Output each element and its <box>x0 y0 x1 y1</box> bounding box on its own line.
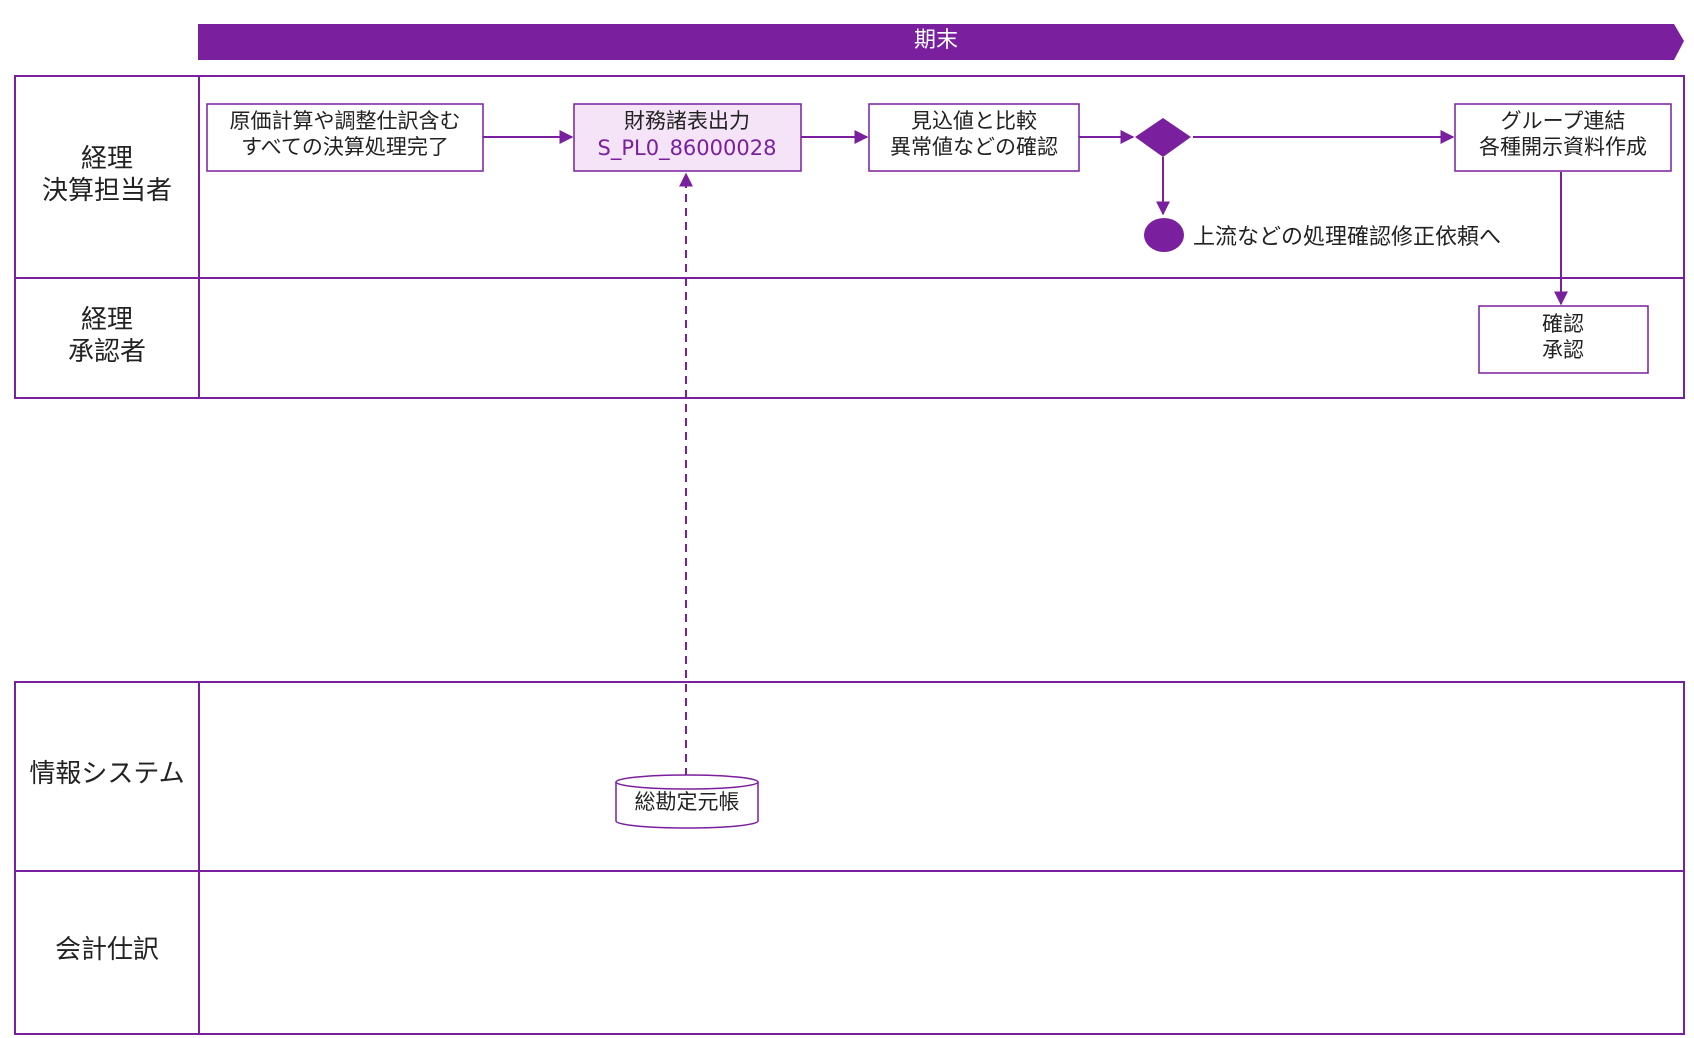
step-box <box>1478 305 1649 374</box>
lane-label-line2: 承認者 <box>68 337 146 367</box>
cylinder-body <box>615 782 759 829</box>
connectors <box>483 130 1568 776</box>
step-line2: すべての決算処理完了 <box>241 135 449 159</box>
lower-lane-frame <box>14 681 1685 1035</box>
step-code: S_PL0_86000028 <box>598 136 777 161</box>
lane-label-line1: 経理 <box>81 144 133 174</box>
datastore-ledger: 総勘定元帳 <box>615 774 759 829</box>
step-box <box>206 103 484 172</box>
datastore-label: 総勘定元帳 <box>635 790 740 814</box>
lower-lane-group: 情報システム 会計仕訳 <box>14 681 1685 1035</box>
cylinder-top <box>615 774 759 790</box>
step-compare: 見込値と比較 異常値などの確認 <box>868 103 1080 172</box>
lane-header-accounting-approver: 経理 承認者 <box>68 305 146 367</box>
decision-diamond <box>1135 118 1191 157</box>
lane-label-line1: 経理 <box>81 305 133 335</box>
step-closing-complete: 原価計算や調整仕訳含む すべての決算処理完了 <box>206 103 484 172</box>
step-fs-output: 財務諸表出力 S_PL0_86000028 <box>573 103 802 172</box>
step-approve: 確認 承認 <box>1478 305 1649 374</box>
step-title: 財務諸表出力 <box>624 109 750 133</box>
lane-label-info-system: 情報システム <box>29 759 184 789</box>
step-line1: 原価計算や調整仕訳含む <box>230 109 461 133</box>
step-line1: 確認 <box>1542 312 1584 336</box>
step-line2: 各種開示資料作成 <box>1479 135 1647 159</box>
lane-label-line2: 決算担当者 <box>42 176 172 206</box>
step-line2: 異常値などの確認 <box>890 135 1058 159</box>
branch-end: 上流などの処理確認修正依頼へ <box>1144 218 1501 252</box>
step-line1: 見込値と比較 <box>911 109 1037 133</box>
branch-end-label: 上流などの処理確認修正依頼へ <box>1193 225 1501 250</box>
step-box <box>868 103 1080 172</box>
phase-banner-bar <box>198 24 1684 60</box>
phase-label: 期末 <box>914 28 958 53</box>
step-box <box>573 103 802 172</box>
step-line1: グループ連結 <box>1501 109 1626 133</box>
step-group-report: グループ連結 各種開示資料作成 <box>1454 103 1672 172</box>
lane-label-journal: 会計仕訳 <box>55 935 159 965</box>
terminator-circle <box>1144 218 1184 252</box>
phase-banner: 期末 <box>198 24 1684 60</box>
lane-header-accounting-closer: 経理 決算担当者 <box>42 144 172 206</box>
step-line2: 承認 <box>1542 338 1584 362</box>
step-box <box>1454 103 1672 172</box>
